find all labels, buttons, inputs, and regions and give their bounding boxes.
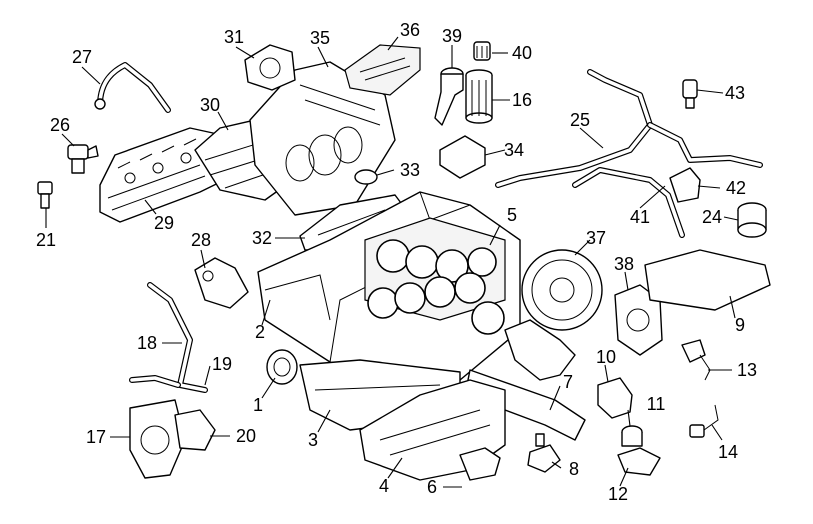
- callout-16: 16: [512, 90, 532, 110]
- callout-26: 26: [50, 115, 70, 135]
- part-8-mount: [527, 433, 561, 473]
- callout-36: 36: [400, 20, 420, 40]
- callout-28: 28: [191, 230, 211, 250]
- part-12-mount-plate: [617, 447, 661, 476]
- part-16-filter-element: [465, 69, 493, 124]
- callout-labels: 31 35 36 39 40 16 27 26 21 29 30 33 34 2…: [36, 20, 757, 504]
- callout-32: 32: [252, 228, 272, 248]
- part-42-valve: [669, 167, 701, 203]
- callout-18: 18: [137, 333, 157, 353]
- callout-3: 3: [308, 430, 318, 450]
- callout-8: 8: [569, 459, 579, 479]
- part-39-oil-filter-housing: [434, 67, 464, 126]
- part-10-mount-bracket: [597, 377, 633, 419]
- callout-17: 17: [86, 427, 106, 447]
- part-36-engine-cover: [344, 44, 421, 96]
- callout-4: 4: [379, 476, 389, 496]
- part-31-throttle-body: [244, 44, 296, 91]
- callout-31: 31: [224, 27, 244, 47]
- callout-41: 41: [630, 207, 650, 227]
- callout-6: 6: [427, 477, 437, 497]
- part-5-head-gasket: [364, 217, 506, 335]
- leader-lines: [45, 36, 739, 488]
- callout-43: 43: [725, 83, 745, 103]
- part-24-canister: [737, 202, 767, 238]
- part-17-20-pump-assembly: [129, 399, 216, 479]
- callout-5: 5: [507, 205, 517, 225]
- part-1-pulley: [266, 349, 298, 385]
- callout-24: 24: [702, 207, 722, 227]
- part-40-cap: [473, 41, 491, 61]
- callout-37: 37: [586, 228, 606, 248]
- part-13-sensor: [681, 339, 711, 381]
- callout-14: 14: [718, 442, 738, 462]
- part-25-breather-hose: [495, 69, 763, 188]
- part-27-sensor-cable: [94, 62, 171, 113]
- callout-20: 20: [236, 426, 256, 446]
- callout-25: 25: [570, 110, 590, 130]
- part-28-bracket: [194, 257, 249, 309]
- part-33-o-ring: [354, 169, 378, 185]
- part-41-vent-hose: [572, 167, 685, 238]
- part-34-module: [439, 135, 486, 179]
- part-26-pressure-sensor: [67, 144, 99, 174]
- callout-34: 34: [504, 140, 524, 160]
- part-11-rubber-mount: [621, 425, 643, 447]
- callout-29: 29: [154, 213, 174, 233]
- part-37-flywheel: [521, 249, 603, 331]
- callout-10: 10: [596, 347, 616, 367]
- callout-42: 42: [726, 178, 746, 198]
- callout-40: 40: [512, 43, 532, 63]
- callout-27: 27: [72, 47, 92, 67]
- callout-33: 33: [400, 160, 420, 180]
- callout-2: 2: [255, 322, 265, 342]
- part-38-adapter: [614, 284, 663, 356]
- callout-30: 30: [200, 95, 220, 115]
- part-43-connector: [682, 79, 698, 109]
- callout-21: 21: [36, 230, 56, 250]
- callout-35: 35: [310, 28, 330, 48]
- callout-12: 12: [608, 484, 628, 504]
- part-6-thermostat: [459, 447, 501, 481]
- callout-38: 38: [614, 254, 634, 274]
- callout-1: 1: [253, 395, 263, 415]
- callout-13: 13: [737, 360, 757, 380]
- part-21-temp-sensor: [37, 181, 53, 209]
- part-14-sensor: [689, 404, 719, 438]
- part-18-coolant-pipe: [129, 282, 208, 393]
- callout-7: 7: [563, 372, 573, 392]
- callout-9: 9: [735, 315, 745, 335]
- callout-39: 39: [442, 26, 462, 46]
- part-9-skid-plate: [644, 249, 771, 311]
- callout-19: 19: [212, 354, 232, 374]
- callout-11: 11: [647, 394, 666, 414]
